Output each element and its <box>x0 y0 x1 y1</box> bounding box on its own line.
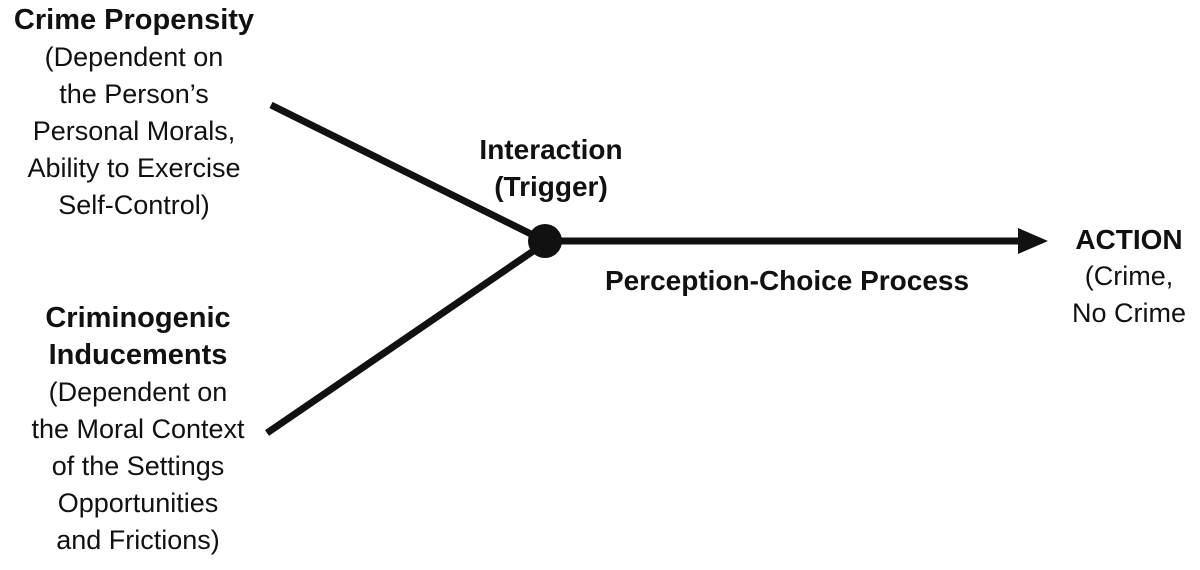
interaction-label-line: Interaction <box>479 134 623 165</box>
criminogenic-inducements-desc-line: Opportunities <box>57 488 219 518</box>
interaction-junction-dot <box>528 224 562 258</box>
criminogenic-inducements-block: Criminogenic Inducements (Dependent on t… <box>0 300 276 559</box>
crime-propensity-title: Crime Propensity <box>13 4 255 36</box>
action-block: ACTION (Crime, No Crime <box>1058 221 1200 332</box>
criminogenic-inducements-title: Criminogenic <box>45 302 231 334</box>
crime-propensity-desc-line: (Dependent on <box>44 42 224 72</box>
action-title: ACTION <box>1075 224 1183 255</box>
criminogenic-inducements-desc-line: (Dependent on <box>48 377 228 407</box>
propensity-connector-line <box>269 101 547 245</box>
crime-propensity-desc-line: Self-Control) <box>58 190 210 220</box>
action-outcome-line: (Crime, <box>1084 261 1174 291</box>
crime-propensity-desc-line: Ability to Exercise <box>27 153 241 183</box>
criminogenic-inducements-desc-line: the Moral Context <box>31 414 245 444</box>
crime-propensity-desc-line: the Person’s <box>59 79 209 109</box>
inducements-connector-line <box>265 240 547 436</box>
interaction-trigger-label: Interaction (Trigger) <box>421 131 681 205</box>
crime-propensity-block: Crime Propensity (Dependent on the Perso… <box>0 2 268 224</box>
criminogenic-inducements-title: Inducements <box>48 339 228 371</box>
action-arrowhead <box>1018 228 1048 254</box>
criminogenic-inducements-desc-line: of the Settings <box>51 451 225 481</box>
criminogenic-inducements-desc-line: and Frictions) <box>56 525 220 555</box>
interaction-label-line: (Trigger) <box>494 171 608 202</box>
action-outcome-line: No Crime <box>1071 298 1186 328</box>
perception-choice-process-label: Perception-Choice Process <box>604 265 970 296</box>
crime-propensity-desc-line: Personal Morals, <box>32 116 236 146</box>
